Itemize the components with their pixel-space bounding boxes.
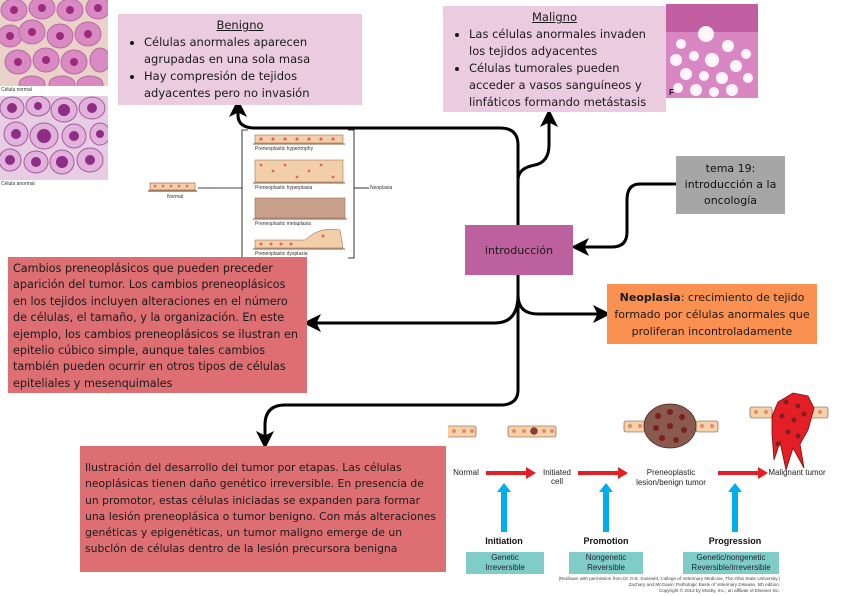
ilustracion-text: Ilustración del desarrollo del tumor por… bbox=[85, 461, 436, 556]
stage-arrows bbox=[486, 467, 768, 479]
neoplasia-definition: : crecimiento de tejido formado por célu… bbox=[614, 290, 810, 338]
stage-label-dysplasia: Preneoplastic dysplasia bbox=[255, 251, 308, 257]
initiation-properties: Genetic Irreversible bbox=[466, 552, 544, 574]
abnormal-cells-image bbox=[0, 96, 108, 180]
stage-label-metaplasia: Preneoplastic metaplasia bbox=[255, 221, 311, 227]
ilustracion-node[interactable]: Ilustración del desarrollo del tumor por… bbox=[80, 446, 446, 572]
phase-initiation: Initiation bbox=[485, 536, 523, 546]
stage-initiated-cell: Initiated cell bbox=[542, 468, 572, 486]
benigno-box: Benigno Células anormales aparecen agrup… bbox=[118, 14, 362, 105]
progression-line1: Genetic/nongenetic bbox=[696, 553, 766, 562]
promotion-line1: Nongenetic bbox=[585, 553, 627, 562]
abnormal-cells-drawing bbox=[0, 96, 108, 180]
maligno-box: Maligno Las células anormales invaden lo… bbox=[443, 6, 666, 112]
progression-line2: Reversible/irreversible bbox=[691, 563, 771, 572]
connector-down bbox=[256, 273, 520, 449]
benign-tumor bbox=[643, 403, 697, 449]
stage-benign-tumor: Preneoplastic lesion/benign tumor bbox=[636, 468, 706, 487]
credit-line: (Redrawn with permission from Dr. D.E. K… bbox=[558, 576, 780, 581]
neoplasia-label: Neoplasia bbox=[370, 185, 393, 191]
introduccion-label: introducción bbox=[484, 243, 554, 257]
connector-tema bbox=[571, 182, 677, 256]
tumor-development-drawing bbox=[448, 392, 829, 532]
progression-properties: Genetic/nongenetic Reversible/irreversib… bbox=[683, 552, 779, 574]
maligno-bullet: Las células anormales invaden los tejido… bbox=[469, 26, 660, 60]
benigno-bullet: Hay compresión de tejidos adyacentes per… bbox=[144, 68, 356, 102]
initiation-line2: Irreversible bbox=[485, 563, 525, 572]
cambios-node[interactable]: Cambios preneoplásicos que pueden preced… bbox=[8, 257, 307, 393]
stage-normal: Normal bbox=[453, 468, 479, 477]
initiation-line1: Genetic bbox=[491, 553, 519, 562]
malignant-tumor bbox=[771, 392, 815, 472]
normal-cells-drawing bbox=[0, 0, 108, 86]
benigno-title: Benigno bbox=[216, 18, 264, 32]
maligno-title: Maligno bbox=[532, 10, 577, 24]
tema-node[interactable]: tema 19: introducción a la oncología bbox=[676, 156, 785, 214]
figure-credit: (Redrawn with permission from Dr. D.E. K… bbox=[508, 576, 780, 594]
stage-malignant-tumor: Malignant tumor bbox=[768, 468, 826, 477]
cambios-text: Cambios preneoplásicos que pueden preced… bbox=[13, 262, 299, 390]
benigno-bullet: Células anormales aparecen agrupadas en … bbox=[144, 34, 356, 68]
phase-arrows bbox=[497, 483, 742, 532]
stage-label-hyperplasia: Preneoplastic hyperplasia bbox=[255, 185, 313, 191]
credit-line: Zachary and McGavin: Pathologic Basis of… bbox=[628, 582, 780, 587]
neoplasia-term: Neoplasia bbox=[619, 290, 681, 304]
promotion-properties: Nongenetic Reversible bbox=[569, 552, 643, 574]
histology-drawing: F bbox=[666, 4, 758, 98]
connector-trunk bbox=[229, 99, 520, 227]
neoplasia-text: Neoplasia: crecimiento de tejido formado… bbox=[613, 289, 811, 340]
normal-strip bbox=[448, 406, 829, 438]
neoplasia-node[interactable]: Neoplasia: crecimiento de tejido formado… bbox=[607, 284, 817, 344]
connector-cambios bbox=[303, 293, 520, 332]
histology-image: F bbox=[666, 4, 758, 98]
phase-progression: Progression bbox=[708, 536, 762, 546]
histology-label: F bbox=[669, 88, 674, 97]
promotion-line2: Reversible bbox=[587, 563, 625, 572]
introduccion-node[interactable]: introducción bbox=[465, 225, 573, 275]
abnormal-cells-caption: Célula anormal bbox=[1, 181, 35, 187]
phase-promotion: Promotion bbox=[583, 536, 629, 546]
normal-epithelium-label: Normal bbox=[167, 194, 184, 200]
connector-neoplasia bbox=[516, 293, 611, 323]
normal-cells-caption: Célula normal bbox=[1, 87, 32, 93]
credit-line: Copyright © 2012 by Mosby, Inc., an affi… bbox=[658, 588, 780, 593]
preneoplastic-drawing bbox=[148, 129, 369, 259]
normal-cells-image bbox=[0, 0, 108, 86]
tumor-development-figure: Normal Initiated cell Preneoplastic lesi… bbox=[448, 390, 848, 596]
stage-label-hypertrophy: Preneoplastic hypertrophy bbox=[255, 146, 314, 152]
preneoplastic-figure: Normal Neoplasia Preneoplastic hypertrop… bbox=[145, 128, 392, 260]
connector-maligno bbox=[516, 109, 558, 182]
tema-label: tema 19: introducción a la oncología bbox=[684, 162, 777, 207]
normal-epithelium bbox=[148, 182, 197, 192]
maligno-bullet: Células tumorales pueden acceder a vasos… bbox=[469, 60, 660, 111]
